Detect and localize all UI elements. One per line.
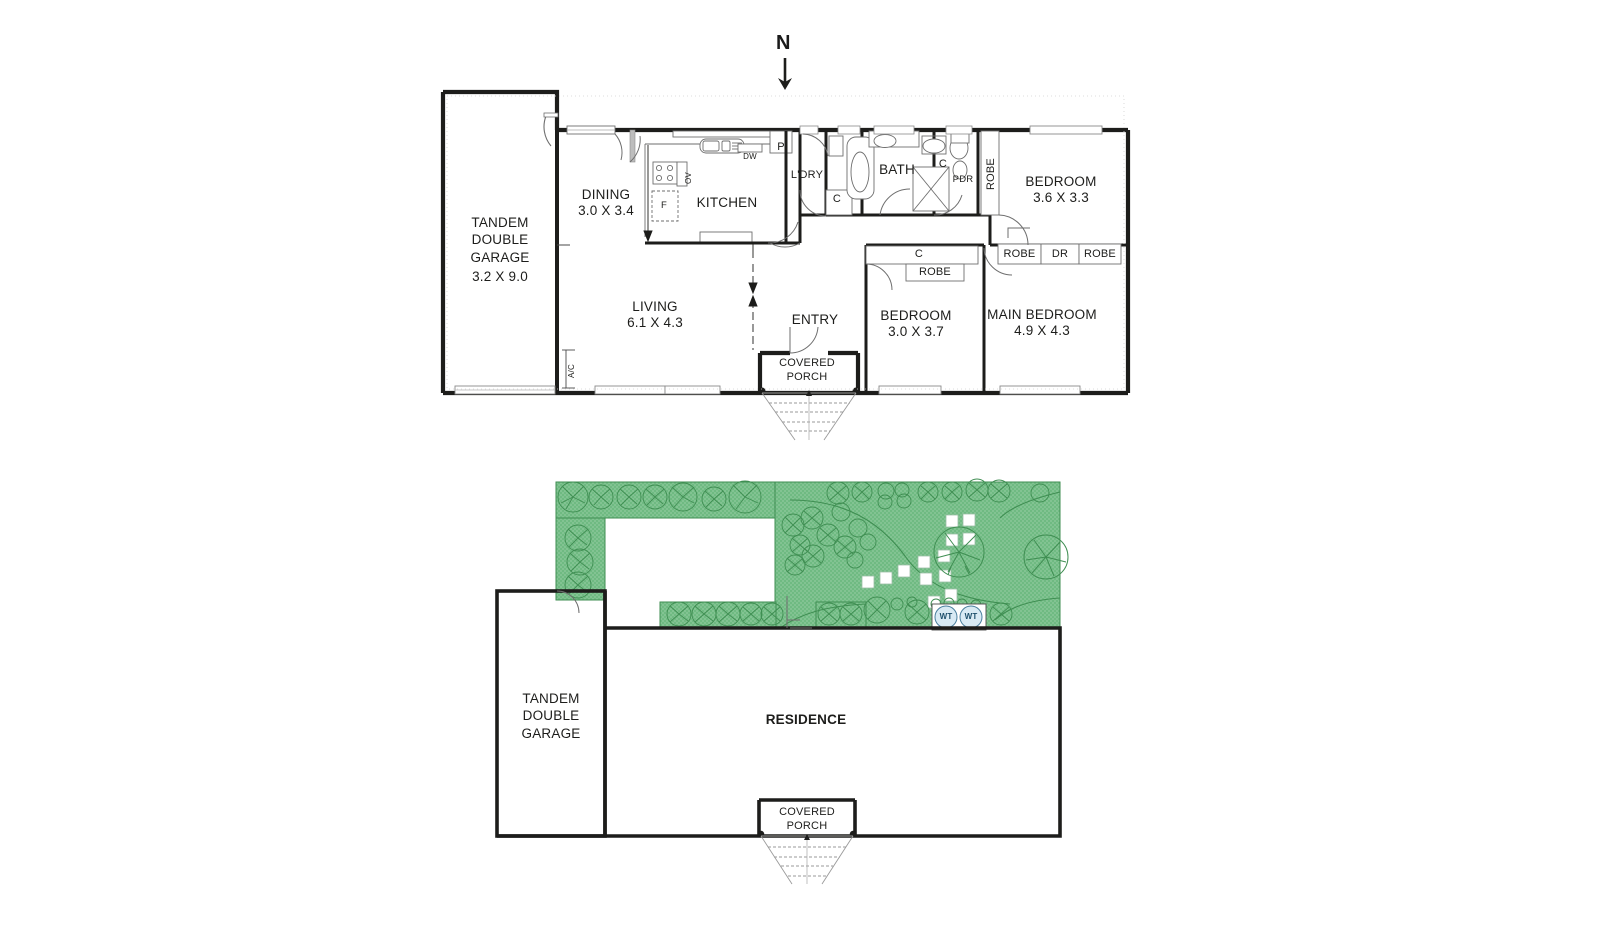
- room-label-entry: ENTRY: [791, 312, 839, 327]
- laundry-trough: [825, 135, 853, 216]
- label-cupboard-bath: C: [938, 158, 948, 170]
- shower: [912, 166, 950, 212]
- robe-bedroom3: [980, 130, 1000, 216]
- site-label-tandem-double-garage: TANDEM DOUBLE GARAGE: [521, 691, 581, 741]
- site-garage-opening: [556, 590, 580, 614]
- site-label-covered-porch: COVERED PORCH: [779, 806, 835, 832]
- room-dim-bedroom-2: 3.0 X 3.7: [888, 324, 944, 339]
- room-label-bath: BATH: [879, 162, 915, 177]
- bedroom2-robe-boxes: [865, 245, 979, 282]
- garage-door: [454, 385, 556, 395]
- laundry-door: [769, 189, 827, 248]
- label-pantry: P: [777, 141, 785, 153]
- room-label-covered-porch: COVERED PORCH: [779, 357, 835, 383]
- dimension-line-living: [748, 243, 758, 350]
- room-label-main-bedroom: MAIN BEDROOM: [987, 307, 1097, 322]
- water-tank-label-2: WT: [964, 612, 978, 621]
- dining-sliding-door: [566, 125, 623, 161]
- floor-plan-group: [440, 89, 1131, 441]
- bedroom-windows: [878, 385, 1081, 395]
- label-robe-bedroom-2: ROBE: [919, 266, 951, 278]
- label-cupboard-hall: C: [914, 248, 924, 260]
- label-powder-room: PDR: [952, 174, 974, 185]
- label-dressing-room: DR: [1051, 248, 1069, 260]
- label-air-conditioner: A/C: [567, 364, 576, 378]
- room-dim-bedroom-3: 3.6 X 3.3: [1033, 190, 1089, 205]
- bathtub: [846, 136, 875, 200]
- site-label-residence: RESIDENCE: [765, 712, 847, 727]
- room-label-dining: DINING: [581, 187, 631, 202]
- site-plan-group: [495, 478, 1069, 885]
- room-label-tandem-double-garage: TANDEM DOUBLE GARAGE: [470, 215, 530, 265]
- water-tank-group: [931, 603, 987, 631]
- label-robe-main-right: ROBE: [1084, 248, 1116, 260]
- garage-entry-door: [543, 112, 559, 147]
- living-windows: [594, 385, 721, 395]
- shrub-icon-group: [557, 478, 1050, 627]
- porch-steps: [761, 390, 857, 441]
- room-dim-living: 6.1 X 4.3: [627, 315, 683, 330]
- north-label: N: [776, 32, 791, 54]
- site-covered-porch: [757, 798, 857, 838]
- bedroom3-window: [1029, 125, 1103, 135]
- room-dim-tandem-double-garage: 3.2 X 9.0: [472, 269, 528, 284]
- dimension-line-dining: [643, 145, 653, 243]
- room-label-kitchen: KITCHEN: [696, 195, 758, 210]
- water-tank-label-1: WT: [939, 612, 953, 621]
- label-laundry: L'DRY: [790, 169, 824, 181]
- north-arrow-icon: [778, 58, 792, 90]
- room-dim-main-bedroom: 4.9 X 4.3: [1014, 323, 1070, 338]
- room-dim-dining: 3.0 X 3.4: [578, 203, 634, 218]
- main-bedroom-robe-boxes: [997, 243, 1122, 265]
- site-front-door: [786, 596, 812, 629]
- label-robe-main-left: ROBE: [1003, 248, 1036, 260]
- label-dishwasher: DW: [743, 152, 757, 161]
- air-conditioner-unit: [562, 349, 575, 389]
- site-porch-steps: [760, 834, 854, 885]
- garden-areas: [555, 481, 1061, 629]
- room-label-bedroom-2: BEDROOM: [880, 308, 952, 323]
- label-robe-bedroom-3: ROBE: [985, 158, 997, 190]
- room-label-bedroom-3: BEDROOM: [1025, 174, 1097, 189]
- room-label-living: LIVING: [632, 299, 678, 314]
- label-fridge: F: [660, 200, 667, 211]
- label-cupboard-laundry: C: [832, 193, 842, 205]
- bath-vanity: [868, 130, 920, 148]
- tree-icon-large-group: [933, 526, 1069, 580]
- garden-path-lines: [779, 491, 1061, 629]
- laundry-window: [799, 125, 819, 135]
- label-oven: OV: [684, 172, 693, 184]
